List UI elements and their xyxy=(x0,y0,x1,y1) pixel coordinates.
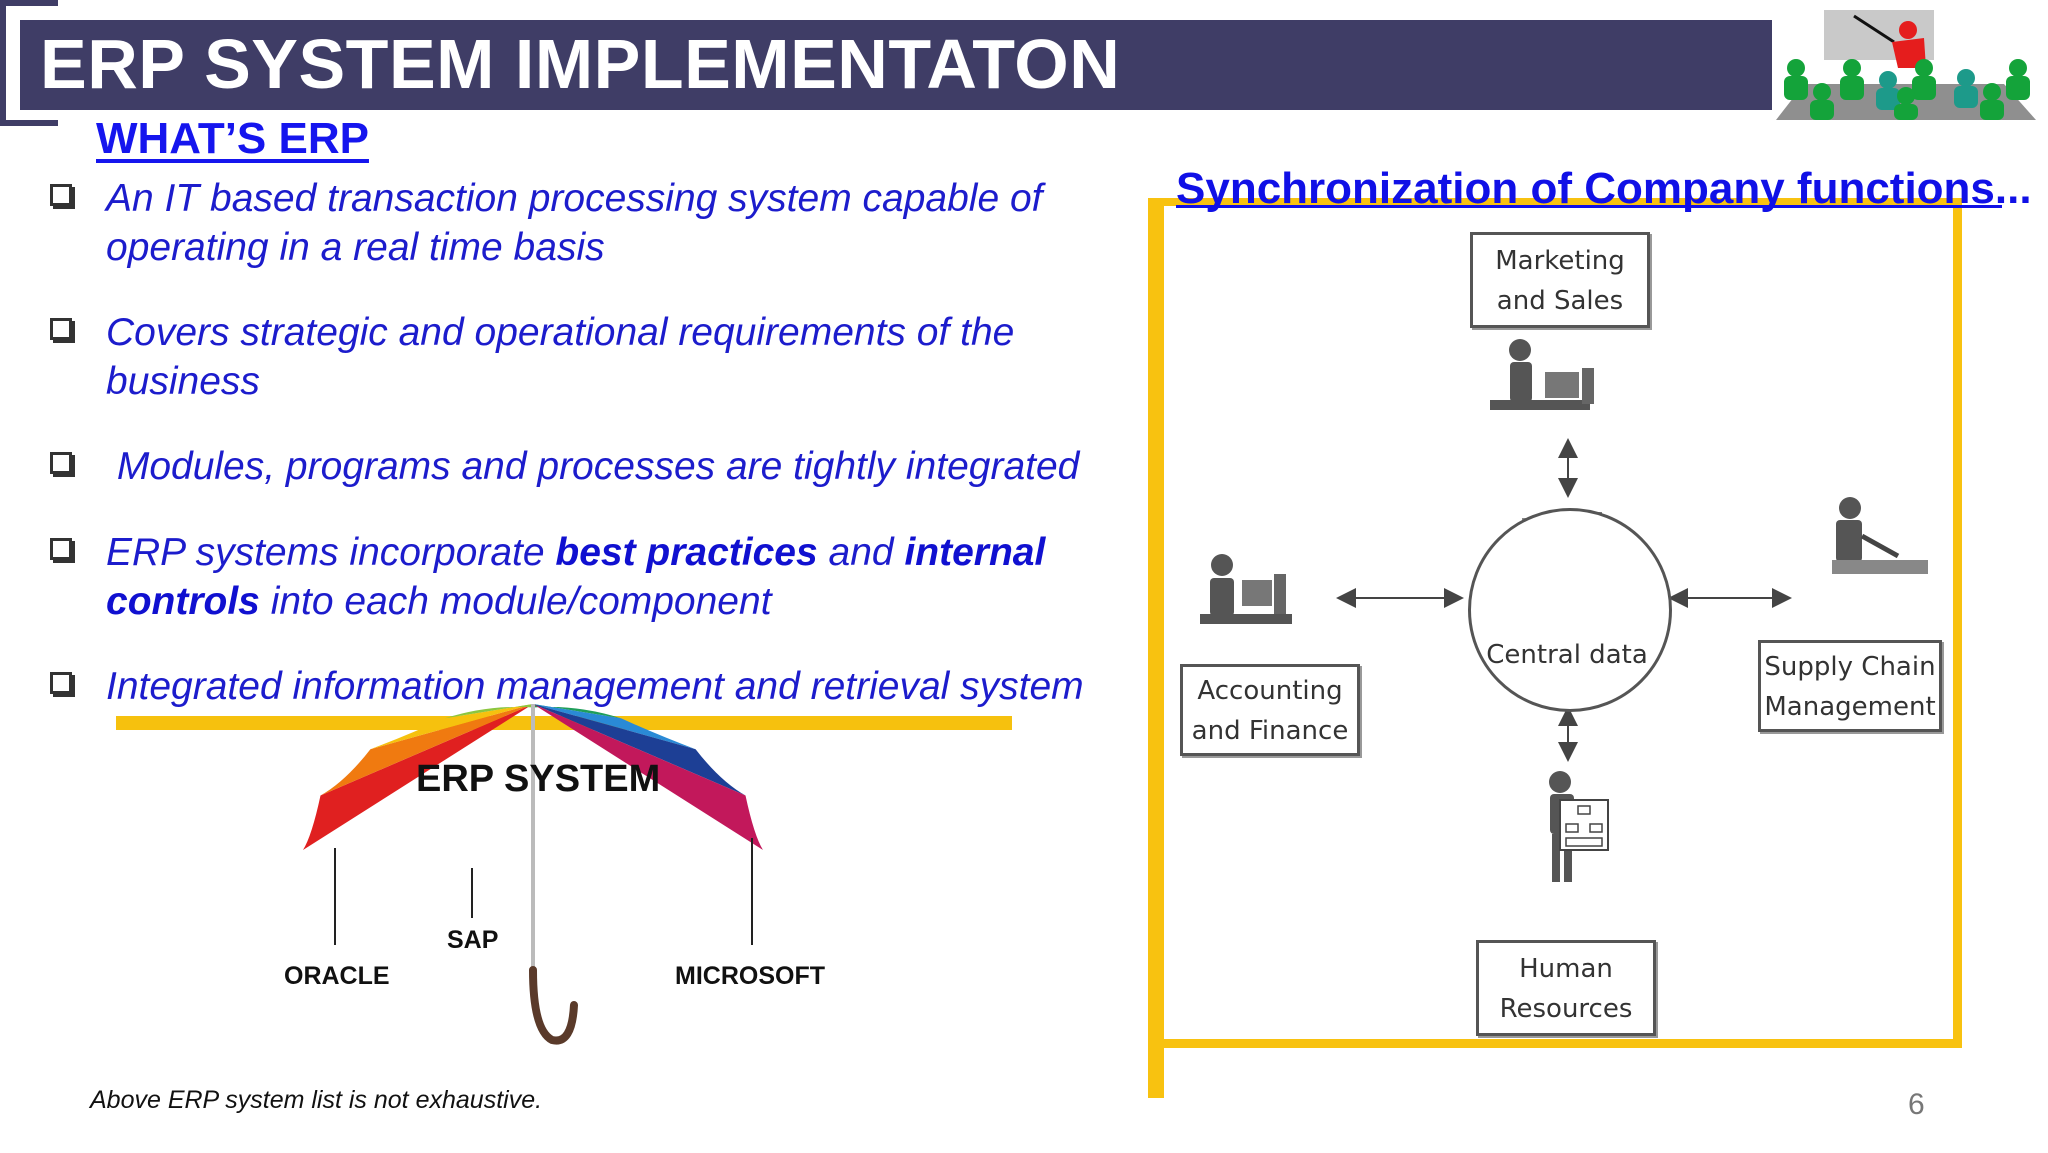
node-label: Supply Chain xyxy=(1764,652,1936,682)
footnote: Above ERP system list is not exhaustive. xyxy=(90,1086,543,1114)
node-label: Management xyxy=(1764,692,1936,722)
person-at-computer-icon xyxy=(1490,339,1594,410)
bullet-text: Integrated information management and re… xyxy=(106,665,1084,708)
worker-icon xyxy=(1832,497,1928,574)
page-title: ERP SYSTEM IMPLEMENTATON xyxy=(40,25,1121,103)
bullet-text-bold-segment: best practices xyxy=(555,531,818,574)
presentation-logo-icon xyxy=(1776,10,2036,120)
checkbox-bullet-icon xyxy=(50,184,72,206)
page-number: 6 xyxy=(1908,1088,1925,1121)
node-supply-chain: Supply Chain Management xyxy=(1758,640,1942,732)
node-label: Accounting xyxy=(1197,676,1343,706)
central-data-label: Central data xyxy=(1486,640,1648,670)
node-label: and Finance xyxy=(1191,716,1349,746)
bullet-text: Covers strategic and operational require… xyxy=(106,311,1015,403)
section-heading: WHAT’S ERP xyxy=(96,114,369,163)
umbrella-panel xyxy=(320,704,533,796)
node-marketing-sales: Marketing and Sales xyxy=(1470,232,1650,328)
vendor-label: ORACLE xyxy=(284,962,390,990)
vendor-label: MICROSOFT xyxy=(675,962,825,990)
diagram-title: Synchronization of Company functions... xyxy=(1176,164,2032,213)
node-label: Marketing xyxy=(1495,246,1625,276)
diagram-title-underline xyxy=(1176,205,2002,208)
title-frame xyxy=(0,0,58,126)
bullet-text-bold-segment: internal controls xyxy=(106,531,1046,623)
bullet-text-segment: into each module/component xyxy=(259,580,772,623)
vendor-label: SAP xyxy=(447,926,499,954)
bullet-text: ERP systems incorporate best practices a… xyxy=(106,528,1166,626)
checkbox-bullet-icon xyxy=(50,538,72,560)
diagram-frame-left-bar xyxy=(1148,198,1164,1098)
bullet-text-segment: and xyxy=(817,531,905,574)
bullet-text: Modules, programs and processes are tigh… xyxy=(106,445,1080,488)
umbrella-icon xyxy=(303,704,763,1045)
node-human-resources: Human Resources xyxy=(1476,940,1656,1036)
bullet-text-segment: ERP systems incorporate xyxy=(106,531,556,574)
checkbox-bullet-icon xyxy=(50,672,72,694)
node-accounting-finance: Accounting and Finance xyxy=(1180,664,1360,756)
title-bar xyxy=(20,20,1772,110)
node-label: and Sales xyxy=(1496,286,1624,316)
node-label: Resources xyxy=(1499,994,1633,1024)
node-label: Human xyxy=(1519,954,1613,984)
umbrella-panel xyxy=(303,704,533,850)
hr-presenter-icon xyxy=(1549,771,1609,882)
accountant-icon xyxy=(1200,554,1292,624)
umbrella-title: ERP SYSTEM xyxy=(416,758,661,800)
bullet-text: An IT based transaction processing syste… xyxy=(106,177,1043,269)
central-data-circle xyxy=(1468,508,1672,712)
umbrella-panel xyxy=(533,704,763,850)
diagram-connectors xyxy=(1200,339,1928,882)
checkbox-bullet-icon xyxy=(50,318,72,340)
checkbox-bullet-icon xyxy=(50,452,72,474)
